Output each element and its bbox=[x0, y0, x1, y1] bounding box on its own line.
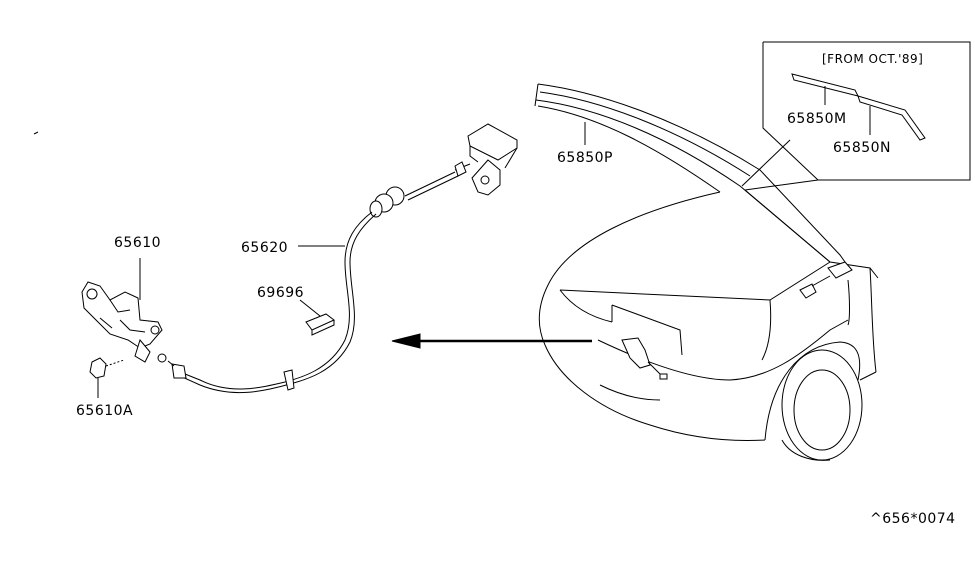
hood-lock-part bbox=[81, 258, 163, 363]
trunk-latch bbox=[621, 337, 651, 369]
trunk-release-handle bbox=[827, 261, 853, 279]
label-seal-n: 65850N bbox=[833, 140, 891, 156]
label-seal-p: 65850P bbox=[557, 150, 613, 166]
release-cable bbox=[157, 211, 377, 394]
trunk-seal-strip bbox=[534, 83, 846, 263]
label-hood-lock: 65610 bbox=[114, 235, 161, 251]
direction-arrow bbox=[391, 333, 592, 349]
release-handle-assembly bbox=[369, 123, 518, 218]
label-hood-lock-bolt: 65610A bbox=[76, 403, 133, 419]
hood-lock-bolt-part bbox=[89, 357, 125, 398]
inset-note: [FROM OCT.'89] bbox=[822, 52, 923, 66]
cable-clip-part bbox=[299, 299, 335, 336]
inset-box bbox=[741, 41, 971, 191]
seal-n-part bbox=[857, 95, 926, 141]
label-seal-m: 65850M bbox=[787, 111, 847, 127]
label-clip: 69696 bbox=[257, 285, 304, 301]
car-rear-body bbox=[538, 189, 879, 461]
catalog-reference: ^656*0074 bbox=[870, 511, 956, 527]
label-release-cable: 65620 bbox=[241, 240, 288, 256]
stray-mark bbox=[33, 131, 39, 135]
